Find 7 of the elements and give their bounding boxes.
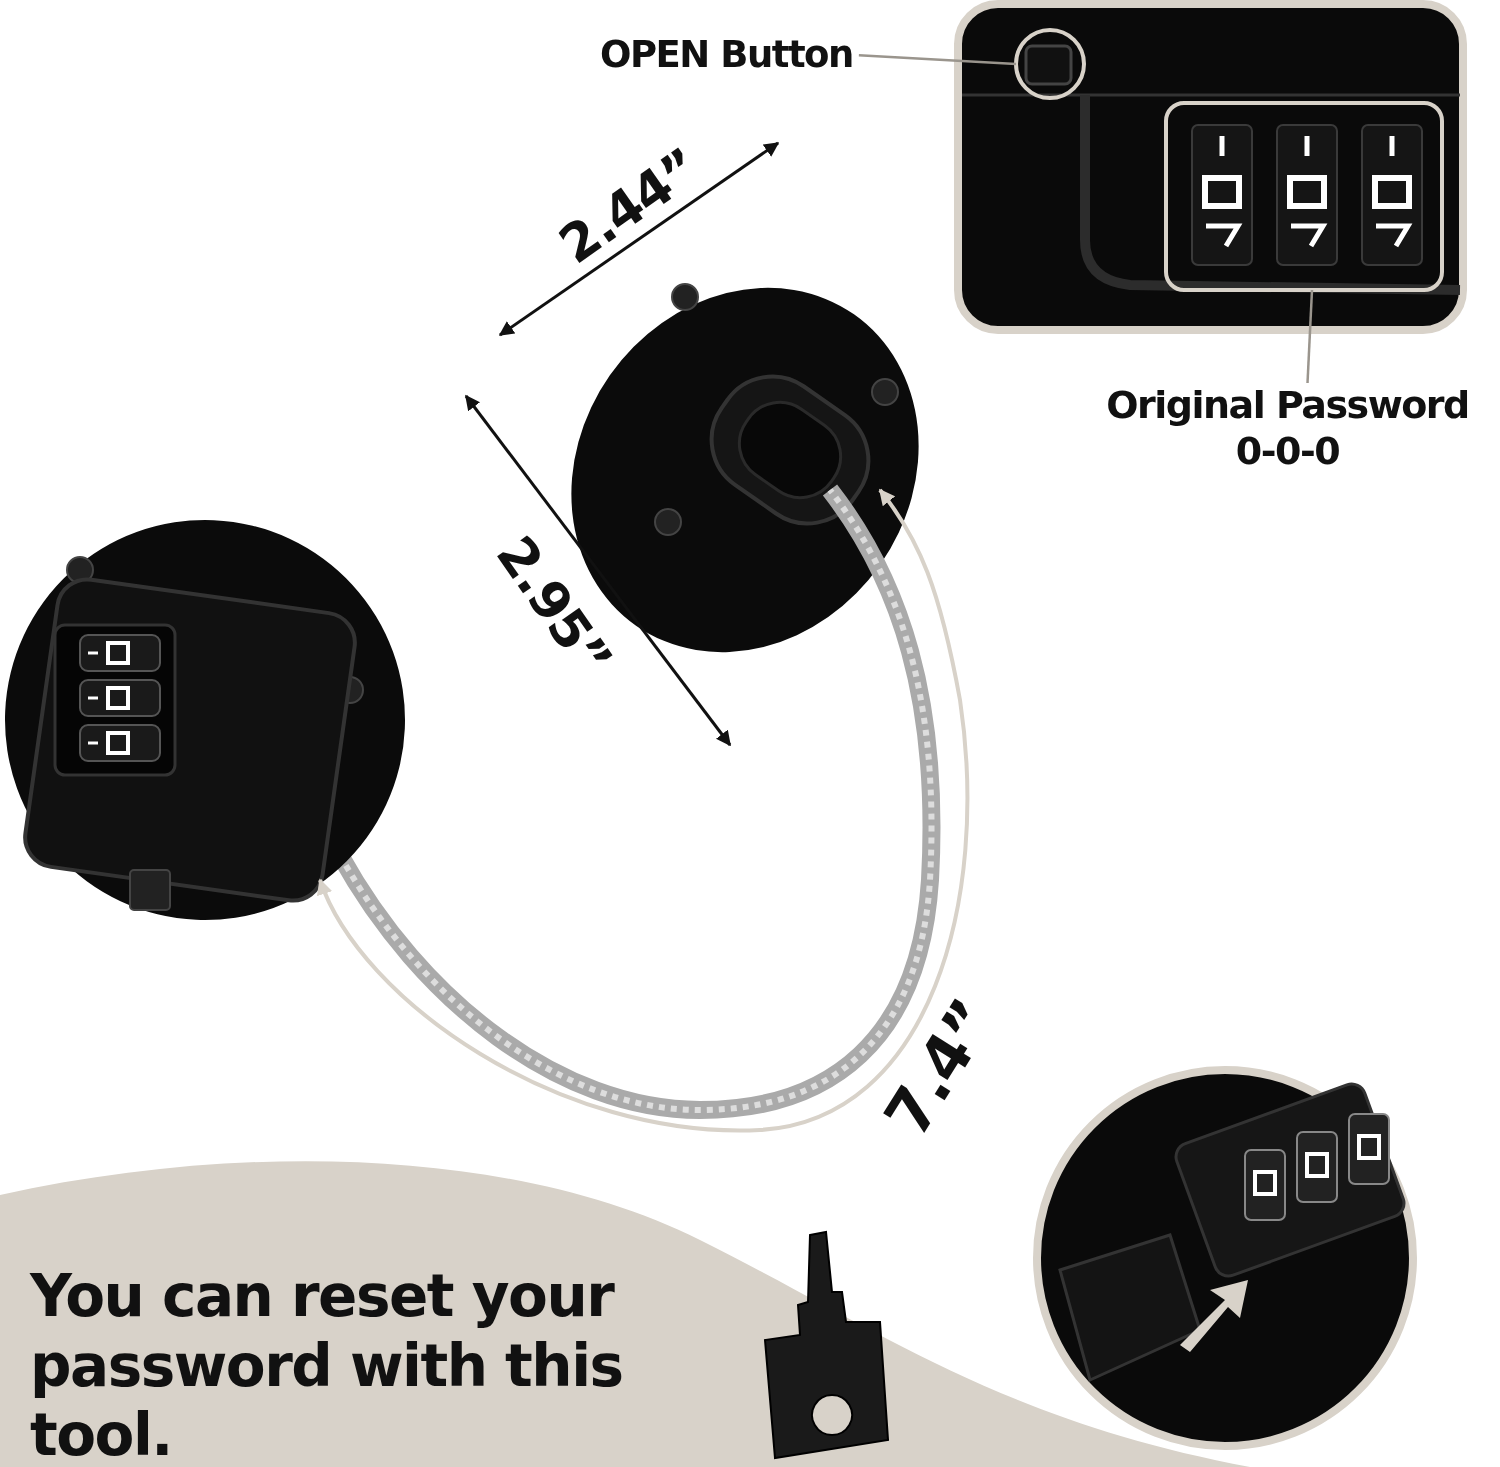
callout-text: OPEN Button — [600, 33, 853, 78]
highlight-circle — [1014, 28, 1086, 100]
highlight-frame — [1164, 101, 1444, 292]
instruction-text: You can reset your password with this tool. — [30, 1262, 624, 1467]
callout-text: Original Password 0-0-0 — [1100, 383, 1475, 475]
leader-line — [858, 53, 1017, 66]
leader-line — [1306, 289, 1314, 384]
